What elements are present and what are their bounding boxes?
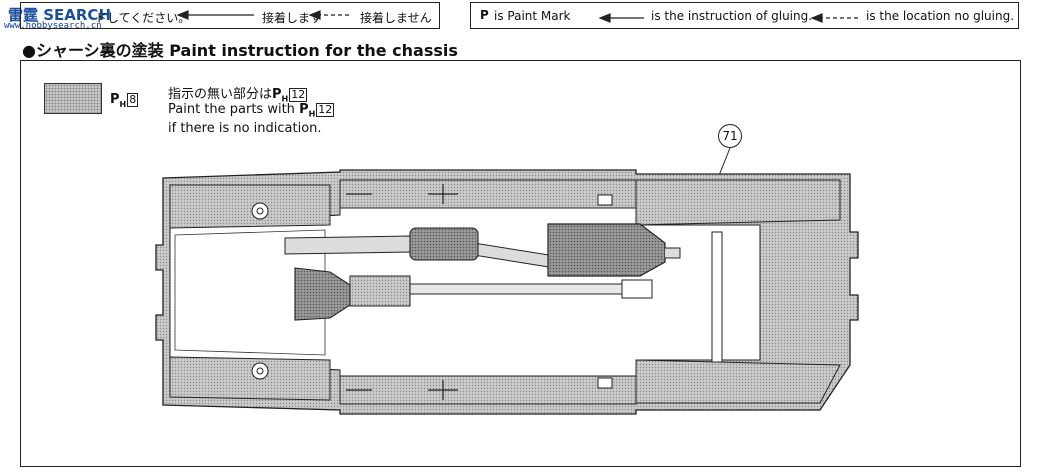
paint-swatch — [44, 83, 102, 114]
paint-number: 8 — [127, 93, 139, 107]
legend-arrows-jp — [176, 10, 352, 20]
rear-rail-bottom — [635, 359, 841, 404]
rear-rail-top — [635, 179, 841, 226]
legend-arrows-en — [598, 13, 858, 23]
paint-sub: H — [281, 94, 289, 104]
side-rail-bottom — [339, 375, 637, 405]
legend-glue-text: is the instruction of gluing. — [651, 9, 813, 23]
legend-box-english — [470, 2, 1019, 29]
instruction-frame — [20, 60, 1021, 467]
watermark-url: www.hobbysearch.cn — [4, 21, 102, 31]
main-muffler — [547, 223, 666, 277]
front-muffler — [409, 227, 479, 261]
mount-holes — [251, 202, 269, 380]
paint-mark-icon: P — [272, 87, 282, 102]
part-number-callout: 71 — [718, 124, 742, 148]
part-leader-line — [717, 147, 731, 179]
differential — [621, 279, 653, 299]
gearbox — [349, 275, 411, 307]
paint-number: 12 — [289, 88, 308, 102]
rail-cross-marks — [346, 184, 458, 400]
legend-partial-text: ドしてください。 — [95, 11, 191, 25]
legend-box-japanese — [20, 2, 440, 29]
paint-number: 12 — [316, 103, 335, 117]
side-notches — [597, 194, 613, 389]
legend-no-glue-text: is the location no gluing. — [866, 9, 1015, 23]
paint-sub: H — [308, 109, 316, 119]
side-rail-top — [339, 179, 637, 209]
front-arch-bottom — [169, 356, 331, 401]
paint-sub: H — [119, 100, 127, 110]
note-jp-prefix: 指示の無い部分は — [168, 87, 273, 102]
page-title: ●シャーシ裏の塗装 Paint instruction for the chas… — [22, 37, 458, 61]
paint-mark-symbol: P — [480, 8, 489, 22]
paint-mark-icon: P — [110, 92, 120, 107]
front-arch-top — [169, 184, 331, 229]
legend-no-glue-text-jp: 接着しません — [360, 11, 432, 25]
paint-mark-icon: P — [299, 102, 309, 117]
bullet-icon: ● — [22, 41, 36, 60]
page-title-text: シャーシ裏の塗装 Paint instruction for the chass… — [35, 41, 458, 60]
tail-pipe — [665, 247, 681, 259]
rear-crossmember — [711, 231, 723, 363]
watermark-logo: 雷霆 SEARCH — [8, 6, 111, 24]
driveshaft — [409, 283, 633, 295]
legend-paint-mark-label: is Paint Mark — [494, 9, 571, 23]
floor-panel-left — [174, 229, 326, 356]
legend-glue-text-jp: 接着します — [262, 11, 323, 25]
note-line-3: if there is no indication. — [168, 121, 322, 136]
note-en-prefix: Paint the parts with — [168, 102, 295, 117]
